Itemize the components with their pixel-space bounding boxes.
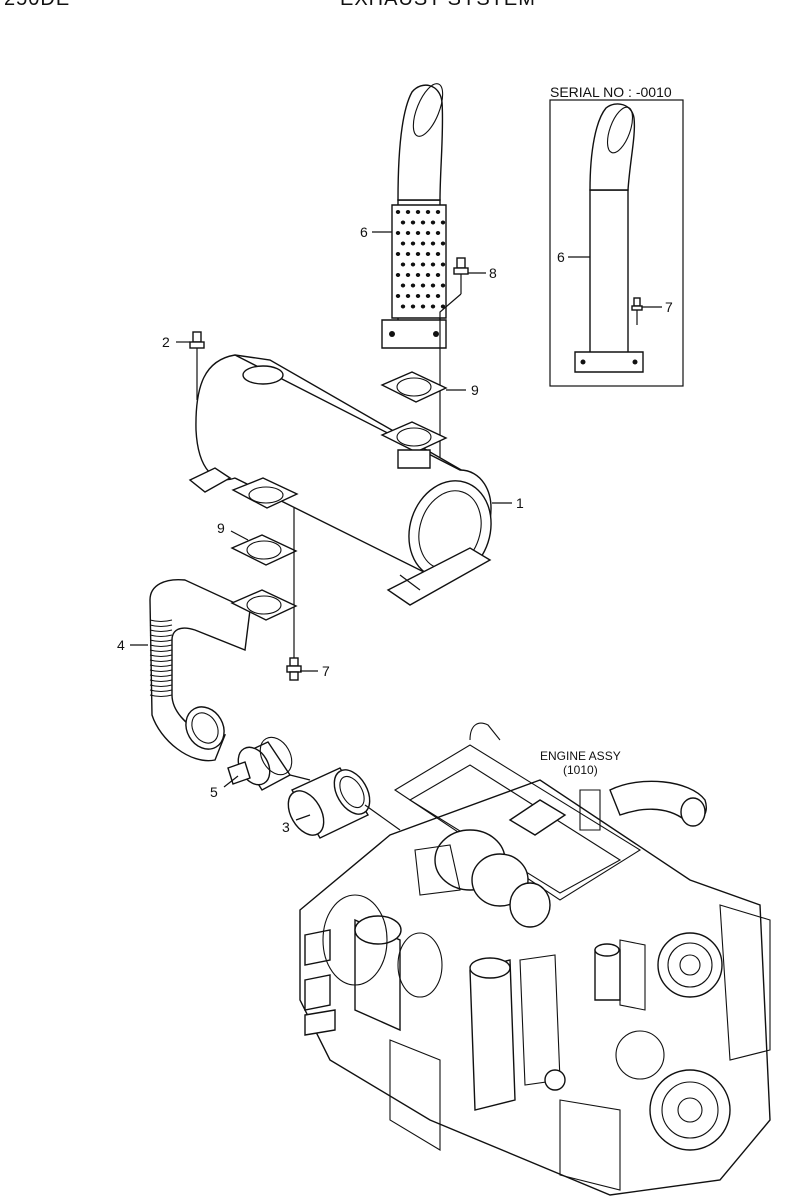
page-title: EXHAUST SYSTEM — [340, 0, 536, 11]
clamp-part — [227, 736, 293, 791]
flex-pipe-part — [149, 578, 298, 762]
gasket-upper-part — [380, 371, 448, 403]
callout-2: 2 — [162, 334, 170, 350]
callout-6-main: 6 — [360, 224, 368, 240]
callout-9-lower: 9 — [217, 520, 225, 536]
callout-1: 1 — [516, 495, 524, 511]
bolt-2-part — [189, 331, 205, 400]
adapter-tube-part — [287, 767, 371, 839]
callout-4: 4 — [117, 637, 125, 653]
callout-3: 3 — [282, 819, 290, 835]
inset-tailpipe-part — [574, 103, 644, 373]
model-code: 250DE — [4, 0, 70, 11]
bolt-8-part — [439, 257, 469, 465]
gasket-lower-part — [230, 534, 298, 566]
inset-bolt-part — [631, 297, 643, 325]
callout-7-inset: 7 — [665, 299, 673, 315]
serial-label: SERIAL NO : -0010 — [550, 84, 672, 100]
tailpipe-part — [381, 83, 447, 349]
muffler-part — [188, 354, 492, 606]
callout-7-main: 7 — [322, 663, 330, 679]
callout-9-upper: 9 — [471, 382, 479, 398]
callout-5: 5 — [210, 784, 218, 800]
inset-panel: SERIAL NO : -0010 6 7 — [549, 84, 684, 387]
engine-assy-label: ENGINE ASSY — [540, 749, 621, 763]
callout-6-inset: 6 — [557, 249, 565, 265]
bolt-7-part — [286, 657, 302, 681]
engine-assembly — [299, 722, 771, 1196]
callout-8: 8 — [489, 265, 497, 281]
engine-assy-ref: (1010) — [563, 763, 598, 777]
